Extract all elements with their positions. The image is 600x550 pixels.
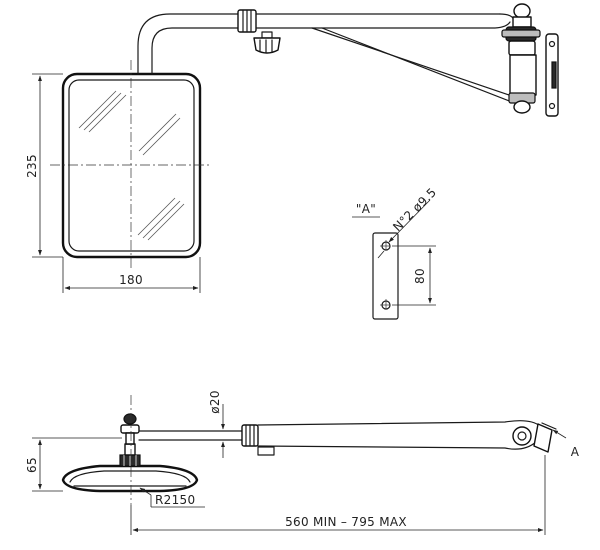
- glass-reflection-line: [147, 203, 185, 241]
- radius-label: R2150: [155, 493, 195, 507]
- dimension-180: 180: [62, 257, 201, 293]
- clamp-block: [120, 424, 140, 434]
- glass-reflection-line: [78, 90, 117, 129]
- plate-hole-bottom: [548, 102, 556, 110]
- glass-reflection-line: [83, 92, 122, 131]
- dimension-80-label: 80: [413, 268, 427, 284]
- arm-bend-inner: [151, 27, 241, 75]
- disc-outer: [61, 464, 199, 493]
- top-bracket-plate: [533, 423, 553, 453]
- dimension-180-label: 180: [119, 273, 143, 287]
- top-nut: [123, 413, 137, 425]
- top-bolt-head: [513, 3, 531, 19]
- adjuster-knob: [253, 37, 281, 54]
- bottom-bolt-head: [513, 100, 531, 114]
- mirror-frame-inner: [68, 79, 195, 252]
- top-hinge: [512, 426, 532, 446]
- strut-bottom: [321, 27, 513, 103]
- glass-reflection-line: [142, 200, 181, 239]
- plate-hole-top: [548, 40, 556, 48]
- knob-stem: [261, 31, 273, 39]
- top-arm: A: [138, 420, 580, 459]
- hole-callout-label: N°2 ø9.5: [390, 185, 439, 234]
- hinge-collar: [508, 40, 536, 56]
- dimension-235-label: 235: [25, 154, 39, 178]
- mirror-arm: [137, 9, 515, 103]
- radius-callout: R2150: [139, 487, 205, 508]
- dimension-65-label: 65: [25, 457, 39, 473]
- plate-slot: [551, 61, 557, 89]
- top-knob: [257, 446, 275, 456]
- mirror-disc: [61, 395, 199, 505]
- dimension-65: 65: [25, 437, 122, 492]
- dimension-length: 560 MIN – 795 MAX: [130, 455, 546, 535]
- dimension-235: 235: [25, 73, 63, 258]
- view-a-label: "A": [356, 202, 376, 216]
- bracket-body: [509, 54, 537, 96]
- front-view: 235 180: [25, 3, 559, 293]
- detail-view-a: "A" N°2 ø9.5 80: [352, 185, 439, 320]
- spindle: [124, 443, 136, 456]
- glass-reflection-line: [137, 197, 176, 236]
- view-arrow-label: A: [571, 445, 580, 459]
- dimension-dia-20-label: ø20: [208, 390, 222, 414]
- top-view: A ø20 65 R2150 560 MIN – 795 MAX: [25, 390, 580, 535]
- glass-reflection-line: [142, 117, 181, 156]
- arm-tube-bottom: [255, 21, 511, 29]
- mirror-head: [50, 60, 212, 268]
- top-hinge-cap: [512, 16, 532, 28]
- dimension-dia-20: ø20: [208, 390, 225, 458]
- strut-top: [311, 27, 513, 97]
- arm-bend-outer: [137, 13, 241, 75]
- glass-reflection-line: [138, 113, 177, 152]
- length-range-label: 560 MIN – 795 MAX: [285, 515, 407, 529]
- mirror-frame-outer: [61, 72, 202, 259]
- mounting-bracket: [501, 3, 559, 117]
- detail-plate: [372, 232, 399, 320]
- glass-reflection-line: [88, 94, 127, 133]
